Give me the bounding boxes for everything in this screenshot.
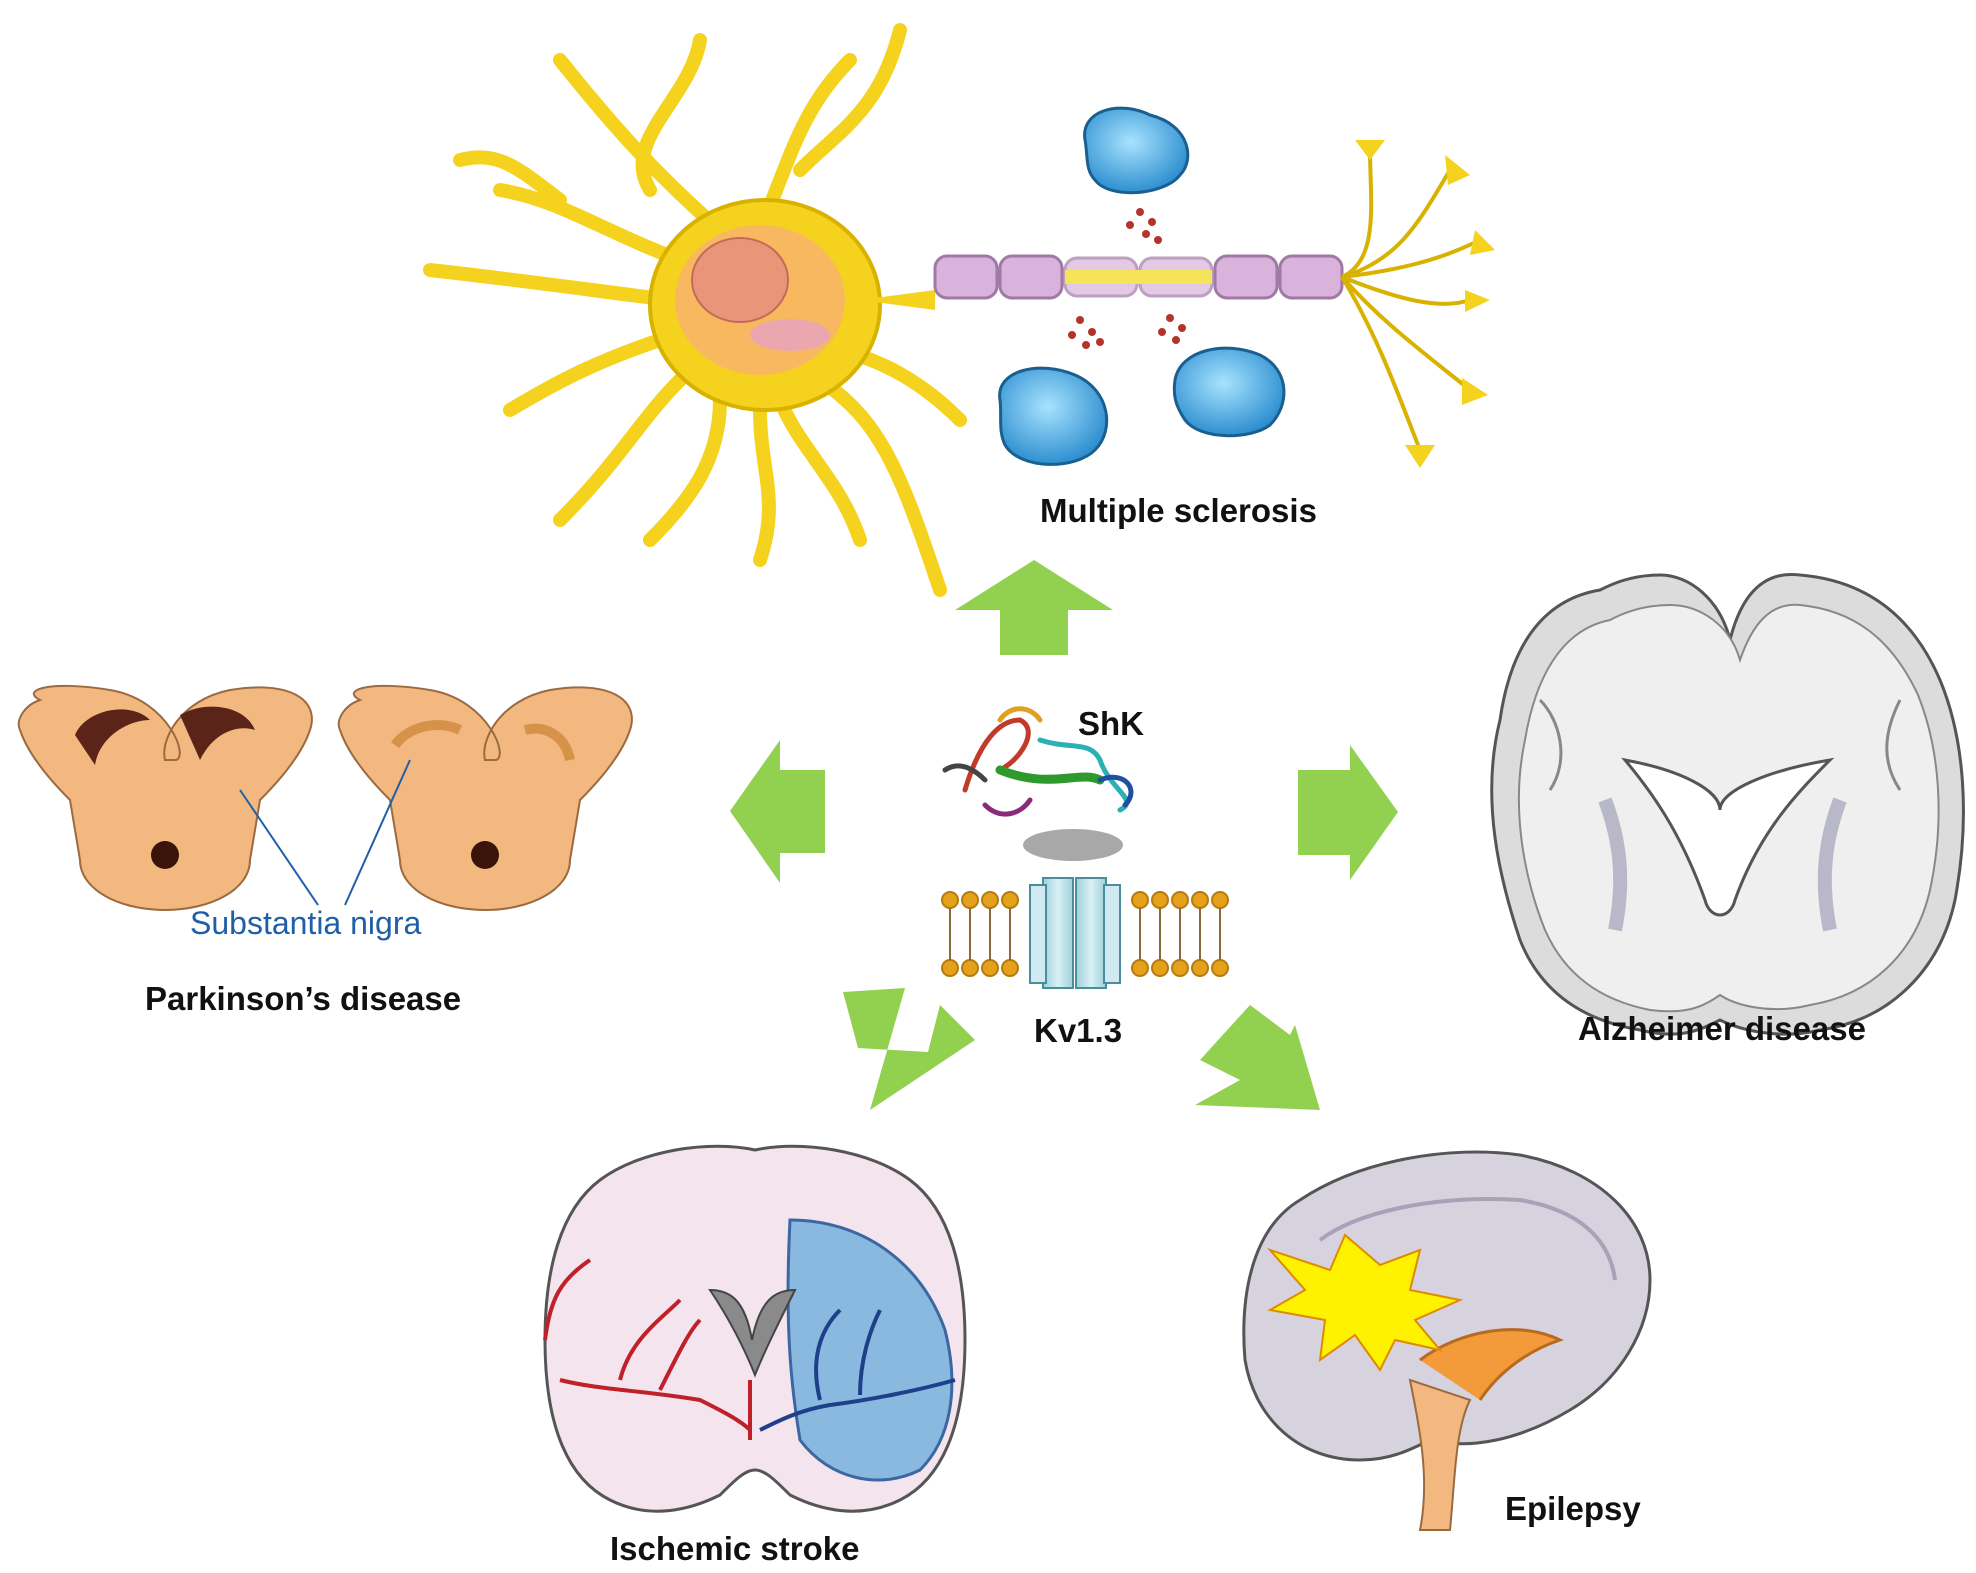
label-parkinsons-disease: Parkinson’s disease xyxy=(145,980,462,1017)
arrow-right xyxy=(1298,745,1398,880)
label-epilepsy: Epilepsy xyxy=(1505,1490,1641,1527)
arrow-down-right xyxy=(1195,1005,1320,1110)
label-substantia-nigra: Substantia nigra xyxy=(190,905,422,941)
arrows xyxy=(730,560,1398,1110)
kv13-channel xyxy=(1029,877,1121,989)
arrow-down-left xyxy=(843,988,975,1110)
label-shk: ShK xyxy=(1078,705,1144,742)
neuron-illustration xyxy=(423,23,1495,597)
label-multiple-sclerosis: Multiple sclerosis xyxy=(1040,492,1317,529)
cytokine-dots xyxy=(1068,208,1186,349)
coronal-brain-section xyxy=(1490,572,1965,1036)
binding-site xyxy=(1023,829,1123,861)
arrow-up xyxy=(955,560,1113,655)
arrow-left xyxy=(730,740,825,883)
midbrain-section xyxy=(17,684,633,912)
label-ischemic-stroke: Ischemic stroke xyxy=(610,1530,860,1567)
myelin-sheath xyxy=(933,254,1344,300)
coronal-brain-ischemia xyxy=(543,1144,967,1513)
label-kv13: Kv1.3 xyxy=(1034,1012,1123,1049)
seizure-burst xyxy=(1266,1233,1464,1372)
lipid-bilayer xyxy=(941,891,1229,977)
substantia-nigra-pointers xyxy=(239,759,411,906)
microglia-cell xyxy=(998,106,1286,466)
label-alzheimer-disease: Alzheimer disease xyxy=(1578,1010,1866,1047)
shk-peptide xyxy=(942,706,1134,817)
sagittal-brain-seizure xyxy=(1242,1150,1652,1531)
